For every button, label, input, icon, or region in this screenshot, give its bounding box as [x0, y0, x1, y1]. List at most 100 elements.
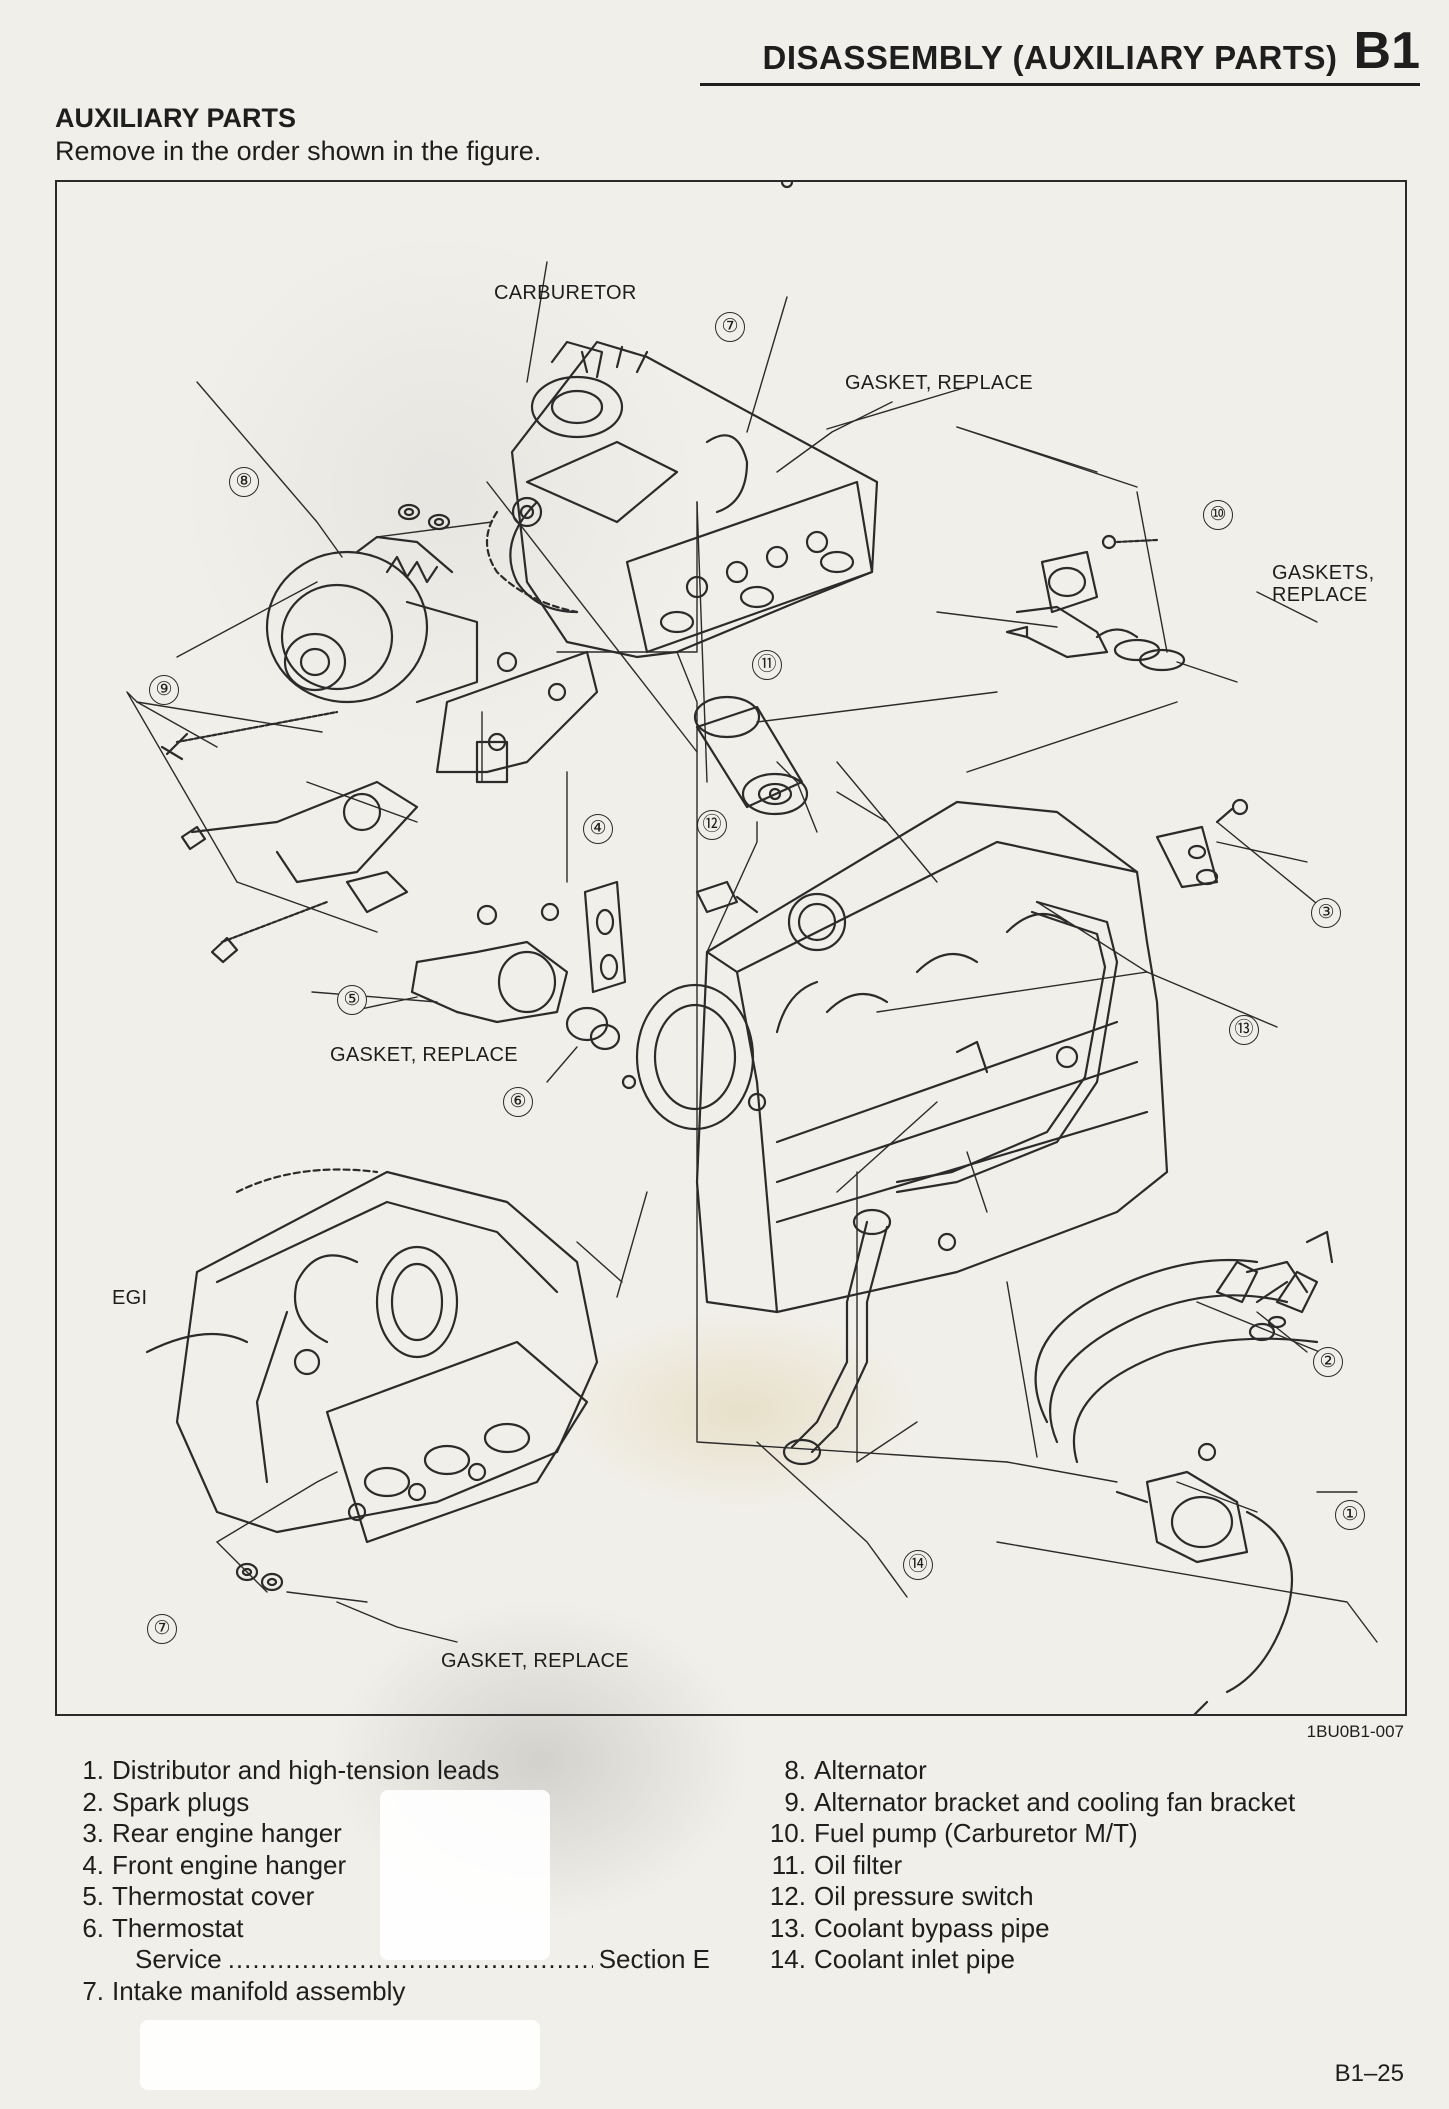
alternator-drawing — [265, 535, 518, 704]
item-label: Oil filter — [814, 1849, 903, 1880]
alternator-bracket-drawing — [160, 650, 599, 964]
callout-8: ⑧ — [229, 467, 259, 497]
gasket-replace-label-top: GASKET, REPLACE — [845, 372, 1033, 394]
nuts-drawing — [397, 503, 451, 531]
callout-9: ⑨ — [149, 675, 179, 705]
oil-pressure-switch-drawing — [695, 880, 759, 914]
callout-6: ⑥ — [503, 1087, 533, 1117]
carburetor-manifold-drawing — [486, 340, 879, 659]
list-item: 9. Alternator bracket and cooling fan bra… — [762, 1787, 1382, 1819]
callout-4: ④ — [583, 814, 613, 844]
item-number: 4. — [82, 1849, 104, 1880]
carburetor-label: CARBURETOR — [494, 282, 637, 304]
thermostat-drawing — [565, 1006, 621, 1051]
leader-lines — [126, 261, 1378, 1643]
list-item: 6. Thermostat — [70, 1913, 710, 1945]
service-section-ref: Section E — [598, 1944, 710, 1974]
callout-12: ⑫ — [697, 810, 727, 840]
gaskets-label-line1: GASKETS, — [1272, 562, 1375, 584]
service-label: Service — [135, 1944, 222, 1974]
figure-code: 1BU0B1-007 — [1306, 1722, 1404, 1741]
egi-manifold-drawing — [145, 1168, 599, 1544]
spark-plugs-drawing — [1215, 1230, 1334, 1314]
exploded-view-drawing — [126, 182, 1378, 1714]
coolant-bypass-pipe-drawing — [895, 900, 1119, 1194]
redaction-mark — [140, 2020, 540, 2090]
exploded-view-figure: CARBURETOR GASKET, REPLACE GASKETS, REPL… — [55, 180, 1407, 1716]
item-label: Rear engine hanger — [112, 1818, 342, 1848]
list-item: 1. Distributor and high-tension leads — [70, 1755, 710, 1787]
item-number: 5. — [82, 1881, 104, 1911]
list-item: 8. Alternator — [762, 1755, 1382, 1787]
list-item: 4. Front engine hanger — [70, 1850, 710, 1882]
oil-filter-drawing — [693, 695, 809, 816]
callout-7-top: ⑦ — [715, 312, 745, 342]
item-number: 3. — [82, 1818, 104, 1848]
callout-14: ⑭ — [903, 1550, 933, 1580]
list-item: 11. Oil filter — [762, 1850, 1382, 1882]
page-number: B1–25 — [1334, 2060, 1404, 2087]
coolant-inlet-pipe-drawing — [782, 1208, 957, 1466]
callout-2: ② — [1313, 1347, 1343, 1377]
fuel-pump-drawing — [1005, 534, 1186, 672]
callout-11: ⑪ — [752, 650, 782, 680]
callout-13: ⑬ — [1229, 1015, 1259, 1045]
engine-block-drawing — [695, 182, 1169, 1314]
front-engine-hanger-drawing — [540, 880, 627, 994]
item-label: Spark plugs — [112, 1786, 250, 1817]
intro-text: Remove in the order shown in the figure. — [55, 136, 542, 166]
list-item: 10. Fuel pump (Carburetor M/T) — [762, 1818, 1382, 1850]
egi-label: EGI — [112, 1287, 148, 1309]
list-item: 2. Spark plugs — [70, 1787, 710, 1819]
item-number: 13. — [769, 1912, 806, 1943]
item-label: Fuel pump (Carburetor M/T) — [814, 1818, 1138, 1848]
callout-10: ⑩ — [1203, 500, 1233, 530]
item-label: Alternator bracket and cooling fan brack… — [814, 1786, 1296, 1817]
item-label: Front engine hanger — [112, 1849, 347, 1880]
item-label: Alternator — [814, 1755, 927, 1785]
item-label: Coolant bypass pipe — [814, 1912, 1050, 1943]
callout-7-bottom: ⑦ — [147, 1614, 177, 1644]
list-item: 14. Coolant inlet pipe — [762, 1944, 1382, 1976]
item-number: 2. — [82, 1786, 104, 1817]
item-number: 12. — [769, 1881, 806, 1911]
list-item: 12. Oil pressure switch — [762, 1881, 1382, 1913]
callout-5: ⑤ — [337, 985, 367, 1015]
egi-nuts-drawing — [235, 1562, 284, 1592]
callout-3: ③ — [1311, 898, 1341, 928]
list-item: 3. Rear engine hanger — [70, 1818, 710, 1850]
section-title: AUXILIARY PARTS — [55, 103, 297, 133]
parts-list-left: 1. Distributor and high-tension leads 2. S… — [70, 1755, 710, 2007]
item-number: 1. — [82, 1755, 104, 1785]
gasket-replace-label-bottom: GASKET, REPLACE — [441, 1650, 629, 1672]
item-label: Distributor and high-tension leads — [112, 1755, 500, 1785]
distributor-leads-drawing — [1034, 1258, 1319, 1714]
list-item: 7.Intake manifold assembly — [70, 1976, 710, 2008]
item-number: 11. — [771, 1849, 806, 1880]
redaction-mark — [380, 1790, 550, 1960]
item-label: Thermostat — [112, 1912, 244, 1943]
list-item: 13. Coolant bypass pipe — [762, 1913, 1382, 1945]
item-label: Thermostat cover — [112, 1881, 315, 1911]
thermostat-cover-drawing — [410, 904, 569, 1024]
callout-1: ① — [1335, 1500, 1365, 1530]
section-code: B1 — [1353, 22, 1420, 80]
gaskets-replace-label: GASKETS, REPLACE — [1272, 562, 1374, 606]
distributor-housing-drawing — [621, 983, 767, 1131]
item-number: 6. — [82, 1912, 104, 1943]
item-label: Coolant inlet pipe — [814, 1944, 1015, 1974]
item-number: 14. — [769, 1944, 806, 1974]
item-number: 9. — [784, 1786, 806, 1817]
item-label: Intake manifold assembly — [112, 1975, 406, 2006]
rear-engine-hanger-drawing — [1155, 798, 1249, 889]
parts-list-right: 8. Alternator 9. Alternator bracket and co… — [762, 1755, 1382, 1976]
page-header: DISASSEMBLY (AUXILIARY PARTS) B1 — [700, 24, 1420, 86]
item-number: 10. — [769, 1818, 806, 1848]
gaskets-label-line2: REPLACE — [1272, 584, 1368, 606]
service-reference-row: Service Section E — [70, 1944, 710, 1976]
item-label: Oil pressure switch — [814, 1881, 1034, 1911]
list-item: 5. Thermostat cover — [70, 1881, 710, 1913]
item-number: 8. — [784, 1755, 806, 1785]
gasket-replace-label-mid: GASKET, REPLACE — [330, 1044, 518, 1066]
